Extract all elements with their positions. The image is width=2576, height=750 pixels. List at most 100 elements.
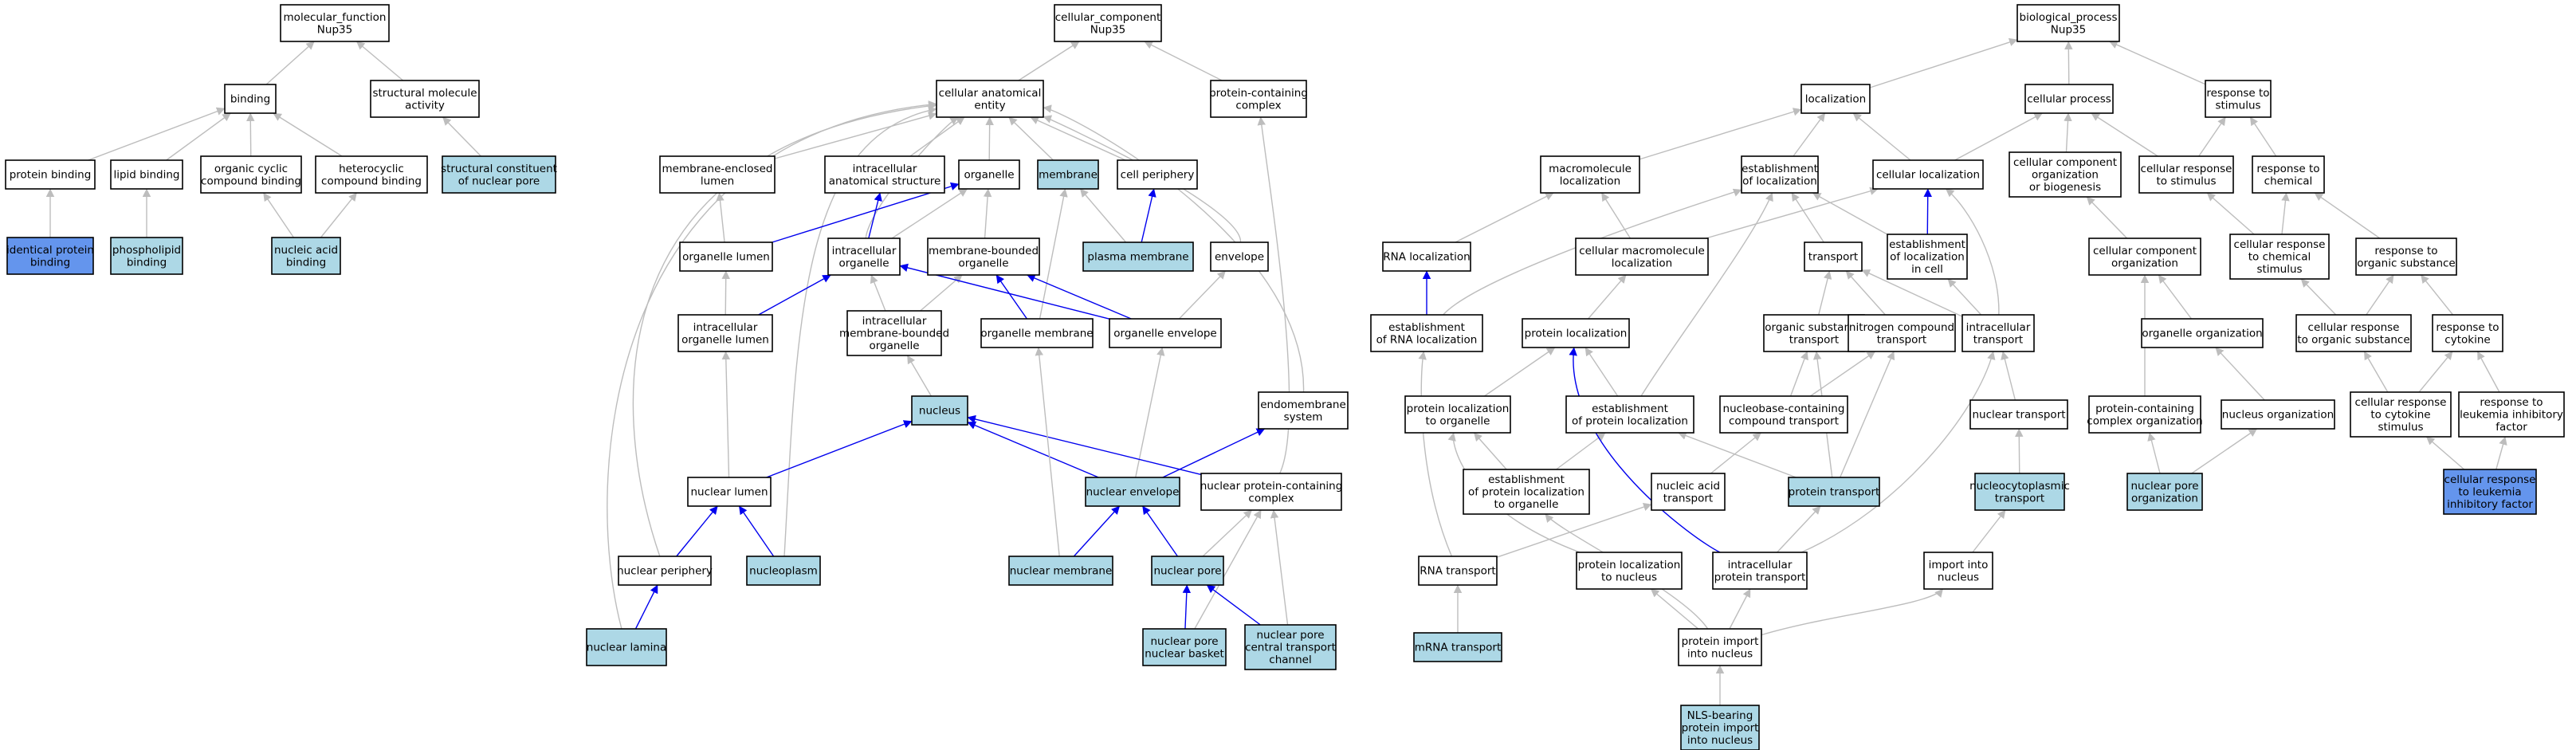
go-term-node-nuclumen[interactable]: nuclear lumen: [687, 477, 772, 507]
edge-nucenv-to-endomem: [1162, 428, 1266, 478]
edge-hetcyc-to-binding: [273, 112, 343, 157]
go-term-node-lipidbind[interactable]: lipid binding: [110, 159, 183, 190]
edge-rts-to-bp: [2109, 41, 2206, 85]
go-term-node-cellloc[interactable]: cellular localization: [1872, 159, 1984, 190]
node-box: [1109, 318, 1222, 348]
go-term-node-nuclamina[interactable]: nuclear lamina: [586, 628, 667, 666]
go-term-node-localization[interactable]: localization: [1800, 84, 1871, 114]
go-term-node-nucenv[interactable]: nuclear envelope: [1085, 477, 1180, 507]
go-term-node-protloc[interactable]: protein localization: [1522, 318, 1630, 348]
go-term-node-organelle[interactable]: organelle: [958, 159, 1020, 190]
edge-npctc-to-nucpore: [1206, 584, 1261, 626]
go-term-node-protbind[interactable]: protein binding: [5, 159, 96, 190]
node-label-line: organelle membrane: [980, 328, 1093, 340]
edge-intorg-to-organelle: [891, 188, 968, 239]
go-term-node-nucmem[interactable]: nuclear membrane: [1008, 556, 1113, 586]
go-term-node-nucpore[interactable]: nuclear pore: [1151, 556, 1224, 586]
go-term-node-orgorg[interactable]: organelle organization: [2141, 318, 2264, 348]
node-box: [1370, 314, 1483, 352]
go-term-node-nuctrans[interactable]: nuclear transport: [1969, 399, 2068, 430]
go-term-node-membrane[interactable]: membrane: [1037, 159, 1099, 190]
node-label-line: organelle: [869, 340, 919, 352]
go-term-node-orgmem[interactable]: organelle membrane: [980, 318, 1094, 348]
go-term-node-transport[interactable]: transport: [1804, 241, 1863, 272]
node-label-line: to leukemia: [2458, 486, 2521, 499]
go-term-node-orgenv[interactable]: organelle envelope: [1109, 318, 1222, 348]
node-label-line: organic cyclic: [214, 163, 288, 175]
go-term-node-nucleoplasm[interactable]: nucleoplasm: [746, 556, 821, 586]
go-term-node-nucorg[interactable]: nucleus organization: [2221, 399, 2335, 430]
go-term-node-cellproc[interactable]: cellular process: [2024, 84, 2114, 114]
go-term-node-cellper[interactable]: cell periphery: [1117, 159, 1198, 190]
go-term-node-rnatrans[interactable]: RNA transport: [1418, 556, 1498, 586]
go-term-node-envelope[interactable]: envelope: [1210, 241, 1269, 272]
go-term-node-nucper[interactable]: nuclear periphery: [617, 556, 713, 586]
go-term-node-rnaloc[interactable]: RNA localization: [1382, 241, 1471, 272]
go-term-node-orglumen[interactable]: organelle lumen: [679, 241, 773, 272]
go-term-node-binding[interactable]: binding: [224, 84, 277, 114]
node-label-line: localization: [1612, 257, 1672, 269]
edge-nuctrans-to-ictrans: [2001, 351, 2016, 401]
go-term-node-nucleus[interactable]: nucleus: [911, 395, 968, 426]
go-term-node-prottrans[interactable]: protein transport: [1788, 477, 1880, 507]
node-box: [5, 159, 96, 190]
go-term-node-mrnatrans[interactable]: mRNA transport: [1413, 632, 1502, 662]
go-term-node-plasmem[interactable]: plasma membrane: [1082, 241, 1194, 272]
